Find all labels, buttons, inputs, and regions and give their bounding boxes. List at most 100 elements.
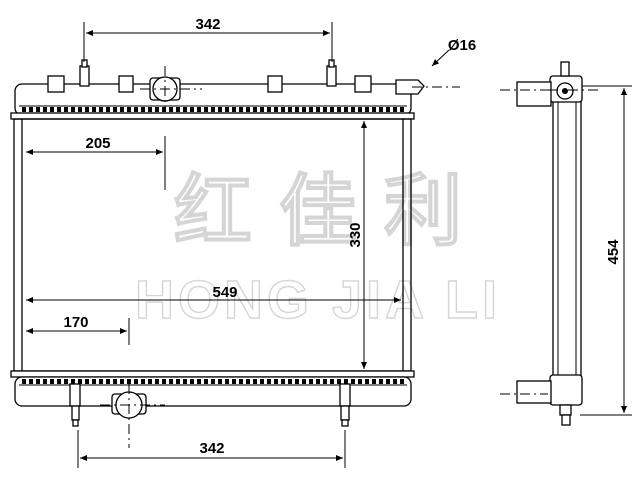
crimp-tooth (337, 107, 341, 112)
top-bracket-mid (118, 75, 134, 93)
crimp-tooth (330, 107, 334, 112)
dim-label-205: 205 (85, 135, 110, 152)
crimp-tooth (92, 379, 96, 384)
crimp-tooth (113, 107, 117, 112)
dim-label-diameter: Ø16 (448, 37, 476, 54)
crimp-tooth (190, 107, 194, 112)
crimp-tooth (344, 107, 348, 112)
crimp-tooth (372, 379, 376, 384)
crimp-tooth (106, 107, 110, 112)
crimp-tooth (78, 107, 82, 112)
crimp-tooth (120, 107, 124, 112)
crimp-tooth (148, 379, 152, 384)
crimp-tooth (50, 379, 54, 384)
crimp-tooth (148, 107, 152, 112)
crimp-tooth (50, 107, 54, 112)
crimp-tooth (260, 107, 264, 112)
crimp-tooth (211, 107, 215, 112)
crimp-tooth (204, 379, 208, 384)
crimp-tooth (71, 107, 75, 112)
crimp-tooth (372, 107, 376, 112)
crimp-tooth (316, 107, 320, 112)
top-bracket-left (47, 75, 65, 93)
crimp-tooth (358, 379, 362, 384)
dim-label-549: 549 (212, 284, 237, 301)
crimp-tooth (281, 107, 285, 112)
crimp-tooth (155, 107, 159, 112)
crimp-tooth (106, 379, 110, 384)
bottom-header-plate (10, 370, 415, 378)
crimp-tooth (43, 107, 47, 112)
crimp-tooth (267, 379, 271, 384)
crimp-tooth (274, 379, 278, 384)
dim-label-330: 330 (347, 222, 364, 247)
crimp-tooth (253, 107, 257, 112)
crimp-tooth (225, 107, 229, 112)
crimp-tooth (323, 107, 327, 112)
crimp-tooth (134, 379, 138, 384)
crimp-tooth (183, 379, 187, 384)
crimp-tooth (232, 379, 236, 384)
crimp-tooth (134, 107, 138, 112)
crimp-tooth (218, 107, 222, 112)
crimp-tooth (197, 107, 201, 112)
top-header-plate (10, 112, 415, 120)
crimp-tooth (393, 379, 397, 384)
top-bracket-right-mid (267, 75, 283, 93)
crimp-tooth (113, 379, 117, 384)
side-top-pin (560, 61, 570, 77)
crimp-tooth (323, 379, 327, 384)
crimp-tooth (36, 379, 40, 384)
bottom-outlet-pipe (100, 384, 165, 448)
crimp-tooth (351, 379, 355, 384)
crimp-tooth (169, 107, 173, 112)
crimp-tooth (288, 107, 292, 112)
crimp-tooth (85, 379, 89, 384)
crimp-tooth (99, 379, 103, 384)
crimp-tooth (57, 379, 61, 384)
dim-label-170: 170 (63, 314, 88, 331)
side-top-inlet (516, 81, 552, 107)
crimp-tooth (309, 379, 313, 384)
crimp-tooth (169, 379, 173, 384)
crimp-tooth (302, 379, 306, 384)
crimp-tooth (365, 107, 369, 112)
crimp-tooth (78, 379, 82, 384)
crimp-tooth (141, 379, 145, 384)
crimp-tooth (239, 107, 243, 112)
side-core (552, 99, 582, 379)
bottom-mounting-pins (69, 383, 351, 427)
crimp-tooth (281, 379, 285, 384)
bottom-crimp-teeth (22, 379, 404, 384)
crimp-tooth (155, 379, 159, 384)
crimp-tooth (253, 379, 257, 384)
dim-label-bottom-342: 342 (199, 440, 224, 457)
crimp-tooth (344, 379, 348, 384)
crimp-tooth (393, 107, 397, 112)
crimp-tooth (162, 107, 166, 112)
crimp-tooth (302, 107, 306, 112)
crimp-tooth (92, 107, 96, 112)
crimp-tooth (218, 379, 222, 384)
crimp-tooth (141, 107, 145, 112)
crimp-tooth (316, 379, 320, 384)
crimp-tooth (183, 107, 187, 112)
watermark-chinese: 红 佳 利 (174, 167, 462, 257)
dim-label-454: 454 (605, 239, 622, 265)
crimp-tooth (400, 107, 404, 112)
crimp-tooth (22, 379, 26, 384)
crimp-tooth (330, 379, 334, 384)
crimp-tooth (358, 107, 362, 112)
crimp-tooth (64, 379, 68, 384)
crimp-tooth (295, 107, 299, 112)
top-crimp-teeth (22, 107, 404, 112)
crimp-tooth (239, 379, 243, 384)
crimp-tooth (232, 107, 236, 112)
crimp-tooth (71, 379, 75, 384)
crimp-tooth (36, 107, 40, 112)
crimp-tooth (22, 107, 26, 112)
crimp-tooth (288, 379, 292, 384)
side-bottom-pin (561, 414, 571, 426)
